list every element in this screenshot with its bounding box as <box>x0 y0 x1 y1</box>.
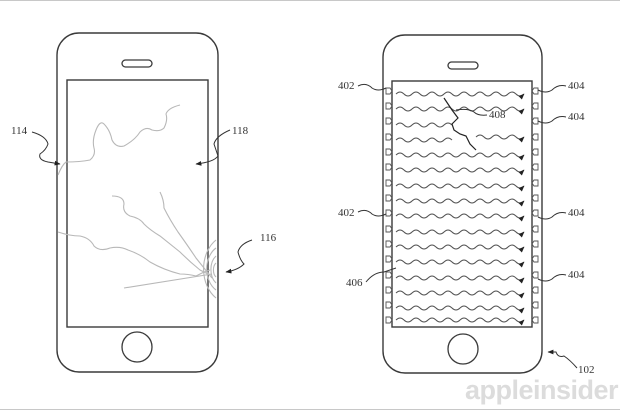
left-phone-home-button <box>121 331 153 363</box>
label-114: 114 <box>11 125 28 137</box>
right-phone-home-button <box>447 333 479 365</box>
right-phone: 402 402 404 404 404 404 408 406 102 <box>338 34 595 376</box>
label-404-4: 404 <box>568 269 585 281</box>
label-404-1: 404 <box>568 80 585 92</box>
right-receivers <box>531 87 539 324</box>
leader-408 <box>455 108 488 116</box>
crack-408 <box>443 97 477 151</box>
watermark: appleinsider <box>464 375 619 405</box>
leader-404-2 <box>537 116 567 124</box>
left-phone-body <box>56 32 219 373</box>
label-406: 406 <box>346 277 363 289</box>
wave-rows <box>395 91 525 326</box>
label-402-mid: 402 <box>338 207 355 219</box>
left-phone: 114 118 116 <box>11 32 277 373</box>
leader-402-mid <box>357 209 387 217</box>
label-102: 102 <box>578 364 595 376</box>
label-118: 118 <box>232 125 249 137</box>
leader-404-4 <box>537 274 567 282</box>
crack-lines <box>57 104 217 299</box>
leader-402-top <box>357 83 387 91</box>
right-phone-body <box>382 34 543 374</box>
label-116: 116 <box>260 232 277 244</box>
leader-406 <box>365 267 397 283</box>
left-emitters <box>385 87 393 324</box>
top-border <box>0 0 620 1</box>
label-404-3: 404 <box>568 207 585 219</box>
right-phone-speaker <box>447 61 479 70</box>
leader-116 <box>225 239 253 274</box>
label-402-top: 402 <box>338 80 355 92</box>
leader-114 <box>31 131 61 166</box>
leader-404-1 <box>537 85 567 93</box>
leader-404-3 <box>537 212 567 220</box>
label-404-2: 404 <box>568 111 585 123</box>
left-phone-screen <box>66 79 209 328</box>
leader-102 <box>547 349 578 369</box>
left-phone-speaker <box>121 59 153 68</box>
right-phone-screen <box>391 80 533 328</box>
label-408: 408 <box>489 109 506 121</box>
leader-118 <box>195 129 231 166</box>
